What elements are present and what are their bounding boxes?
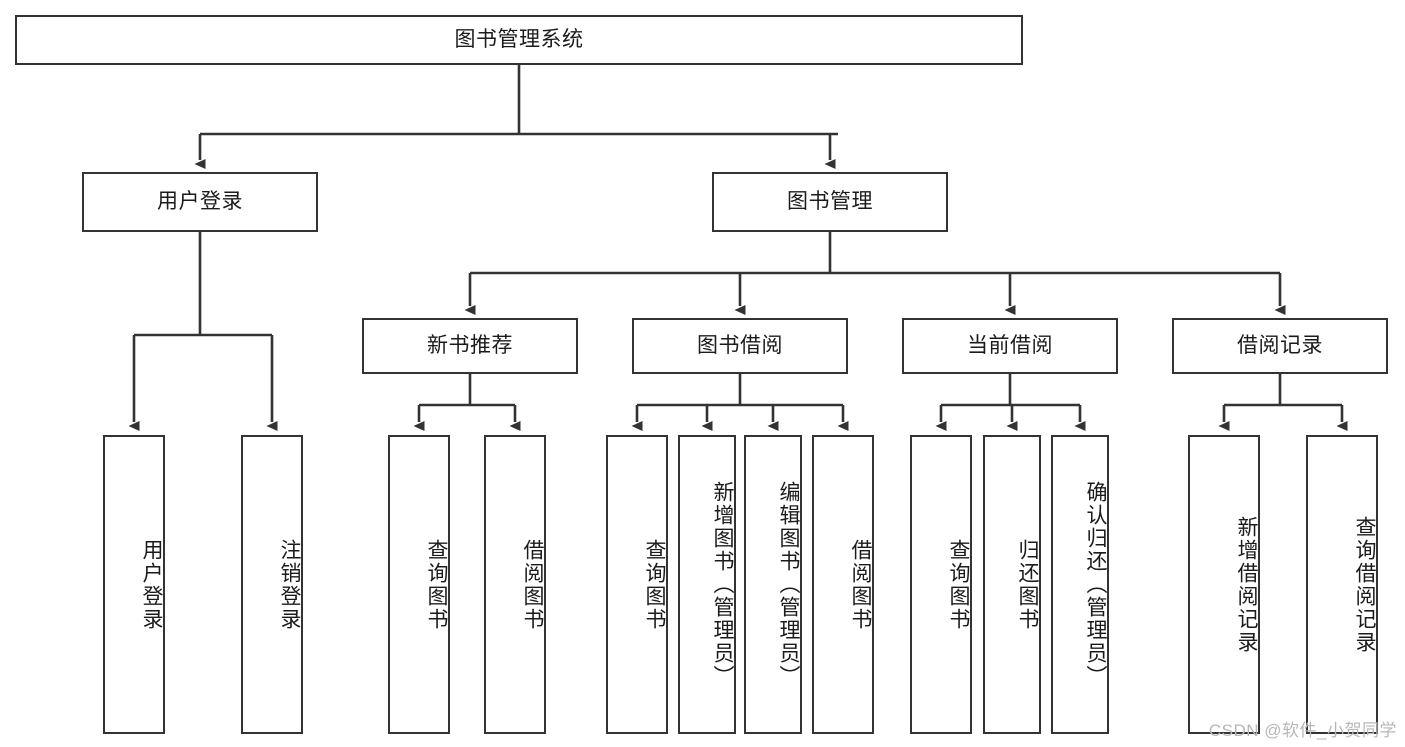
node-label: 借阅图书 <box>849 538 872 631</box>
node-leaf-logout-login[interactable]: 注销登录 <box>241 435 303 734</box>
node-book-borrow[interactable]: 图书借阅 <box>632 318 848 374</box>
node-label: 查询图书 <box>643 538 666 631</box>
node-leaf-return-book[interactable]: 归还图书 <box>983 435 1041 734</box>
wire-borrowrecord-to-leaves <box>1218 374 1348 431</box>
node-leaf-borrow-book-2[interactable]: 借阅图书 <box>812 435 874 734</box>
node-label: 借阅记录 <box>1237 333 1323 357</box>
wire-currentborrow-to-leaves <box>935 374 1086 431</box>
watermark-text: CSDN @软件_小贺同学 <box>1208 721 1397 740</box>
node-label: 新书推荐 <box>427 333 513 357</box>
node-leaf-add-book[interactable]: 新增图书（管理员） <box>678 435 736 734</box>
node-label: 图书管理 <box>787 189 873 213</box>
node-leaf-query-book-3[interactable]: 查询图书 <box>910 435 972 734</box>
node-leaf-query-book-1[interactable]: 查询图书 <box>388 435 450 734</box>
node-new-book-recommend[interactable]: 新书推荐 <box>362 318 578 374</box>
node-label: 新增借阅记录 <box>1235 515 1258 654</box>
node-label: 确认归还（管理员） <box>1084 481 1107 688</box>
node-label: 查询图书 <box>425 538 448 631</box>
node-leaf-query-book-2[interactable]: 查询图书 <box>606 435 668 734</box>
node-borrow-record[interactable]: 借阅记录 <box>1172 318 1388 374</box>
node-leaf-borrow-book-1[interactable]: 借阅图书 <box>484 435 546 734</box>
node-leaf-edit-book[interactable]: 编辑图书（管理员） <box>744 435 802 734</box>
wire-bookmanage-to-level3 <box>464 232 1286 315</box>
wire-root-to-level2 <box>194 65 838 169</box>
node-label: 编辑图书（管理员） <box>777 481 800 688</box>
wire-userlogin-to-leaves <box>128 232 278 431</box>
node-leaf-confirm-return[interactable]: 确认归还（管理员） <box>1051 435 1109 734</box>
node-label: 当前借阅 <box>967 333 1053 357</box>
node-current-borrow[interactable]: 当前借阅 <box>902 318 1118 374</box>
node-label: 图书管理系统 <box>454 27 584 51</box>
node-label: 借阅图书 <box>521 538 544 631</box>
node-leaf-add-record[interactable]: 新增借阅记录 <box>1188 435 1260 734</box>
node-label: 新增图书（管理员） <box>711 481 734 688</box>
node-label: 查询借阅记录 <box>1353 515 1376 654</box>
node-leaf-user-login[interactable]: 用户登录 <box>103 435 165 734</box>
wire-newbook-to-leaves <box>413 374 521 431</box>
node-leaf-query-record[interactable]: 查询借阅记录 <box>1306 435 1378 734</box>
wire-bookborrow-to-leaves <box>631 374 849 431</box>
node-label: 用户登录 <box>140 538 163 631</box>
node-label: 归还图书 <box>1016 538 1039 631</box>
node-book-manage[interactable]: 图书管理 <box>712 172 948 232</box>
node-label: 查询图书 <box>947 538 970 631</box>
node-user-login[interactable]: 用户登录 <box>82 172 318 232</box>
node-label: 用户登录 <box>157 189 243 213</box>
node-root-system[interactable]: 图书管理系统 <box>15 15 1023 65</box>
node-label: 图书借阅 <box>697 333 783 357</box>
node-label: 注销登录 <box>278 538 301 631</box>
